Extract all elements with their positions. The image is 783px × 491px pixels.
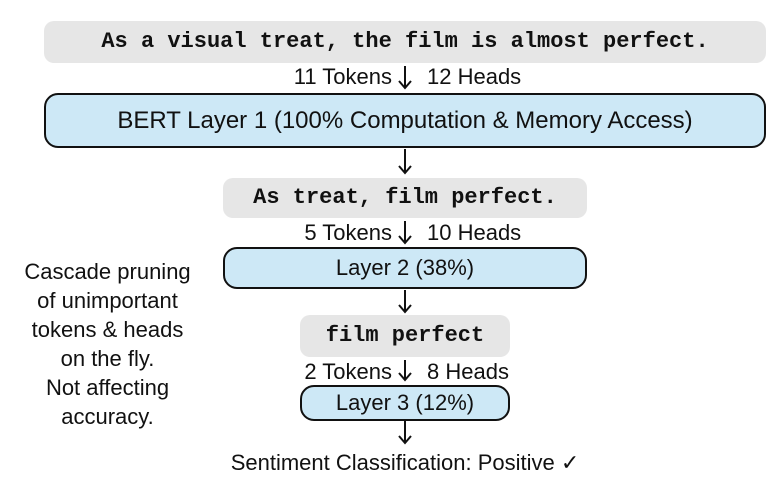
input-sentence: As a visual treat, the film is almost pe… [44, 21, 766, 63]
arrow-down-icon [398, 66, 412, 90]
pruned-sentence-2: As treat, film perfect. [223, 178, 587, 218]
side-note-line: of unimportant [37, 288, 178, 313]
side-annotation: Cascade pruning of unimportant tokens & … [0, 257, 215, 431]
side-note-line: on the fly. [60, 346, 155, 371]
arrow-down-icon [398, 221, 412, 245]
stage2-token-count: 5 Tokens [304, 220, 392, 245]
arrow-down-icon [398, 360, 412, 382]
side-note-line: Not affecting [45, 375, 170, 400]
classification-result: Sentiment Classification: Positive ✓ [230, 450, 580, 475]
bert-layer-1: BERT Layer 1 (100% Computation & Memory … [44, 93, 766, 148]
stage1-token-count: 11 Tokens [293, 64, 392, 89]
side-note-line: accuracy. [61, 404, 154, 429]
layer-2: Layer 2 (38%) [223, 247, 587, 289]
stage2-head-count: 10 Heads [427, 220, 522, 245]
stage3-token-count: 2 Tokens [304, 359, 392, 384]
arrow-down-icon [398, 290, 412, 314]
layer-3: Layer 3 (12%) [300, 385, 510, 421]
stage1-head-count: 12 Heads [427, 64, 522, 89]
arrow-down-icon [398, 149, 412, 175]
pruned-sentence-3: film perfect [300, 315, 510, 357]
arrow-down-icon [398, 421, 412, 445]
side-note-line: tokens & heads [31, 317, 184, 342]
stage3-head-count: 8 Heads [427, 359, 509, 384]
side-note-line: Cascade pruning [24, 259, 191, 284]
